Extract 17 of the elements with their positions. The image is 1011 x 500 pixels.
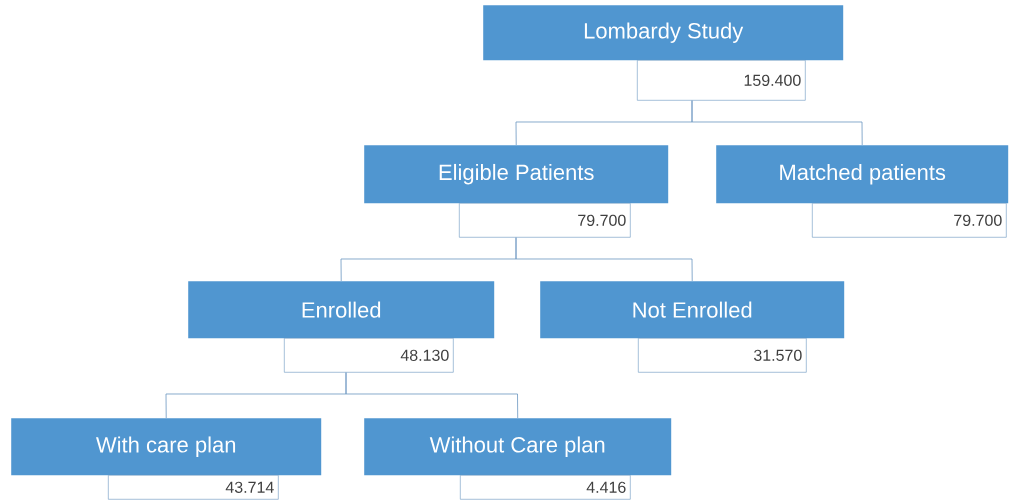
process-box: Lombardy Study 159.400 xyxy=(483,5,844,101)
node-label: 159.400 xyxy=(744,74,801,86)
connector-line xyxy=(691,100,863,146)
node-label: 43.714 xyxy=(225,481,274,493)
process-box: Not Enrolled 31.570 xyxy=(540,281,845,373)
node-label: 31.570 xyxy=(753,349,802,361)
node-label: 48.130 xyxy=(400,349,449,361)
node-label: 79.700 xyxy=(954,214,1002,226)
process-box: With care plan 43.714 xyxy=(11,418,322,500)
connector-line xyxy=(515,237,693,282)
node-label: 4.416 xyxy=(586,481,626,493)
node-label: 79.700 xyxy=(578,214,626,226)
process-box: Matched patients 79.700 xyxy=(716,145,1009,238)
process-box: Without Care plan 4.416 xyxy=(364,418,672,500)
process-box: Enrolled 48.130 xyxy=(188,281,495,373)
connector-line xyxy=(345,372,519,419)
process-box: Eligible Patients 79.700 xyxy=(364,145,669,238)
